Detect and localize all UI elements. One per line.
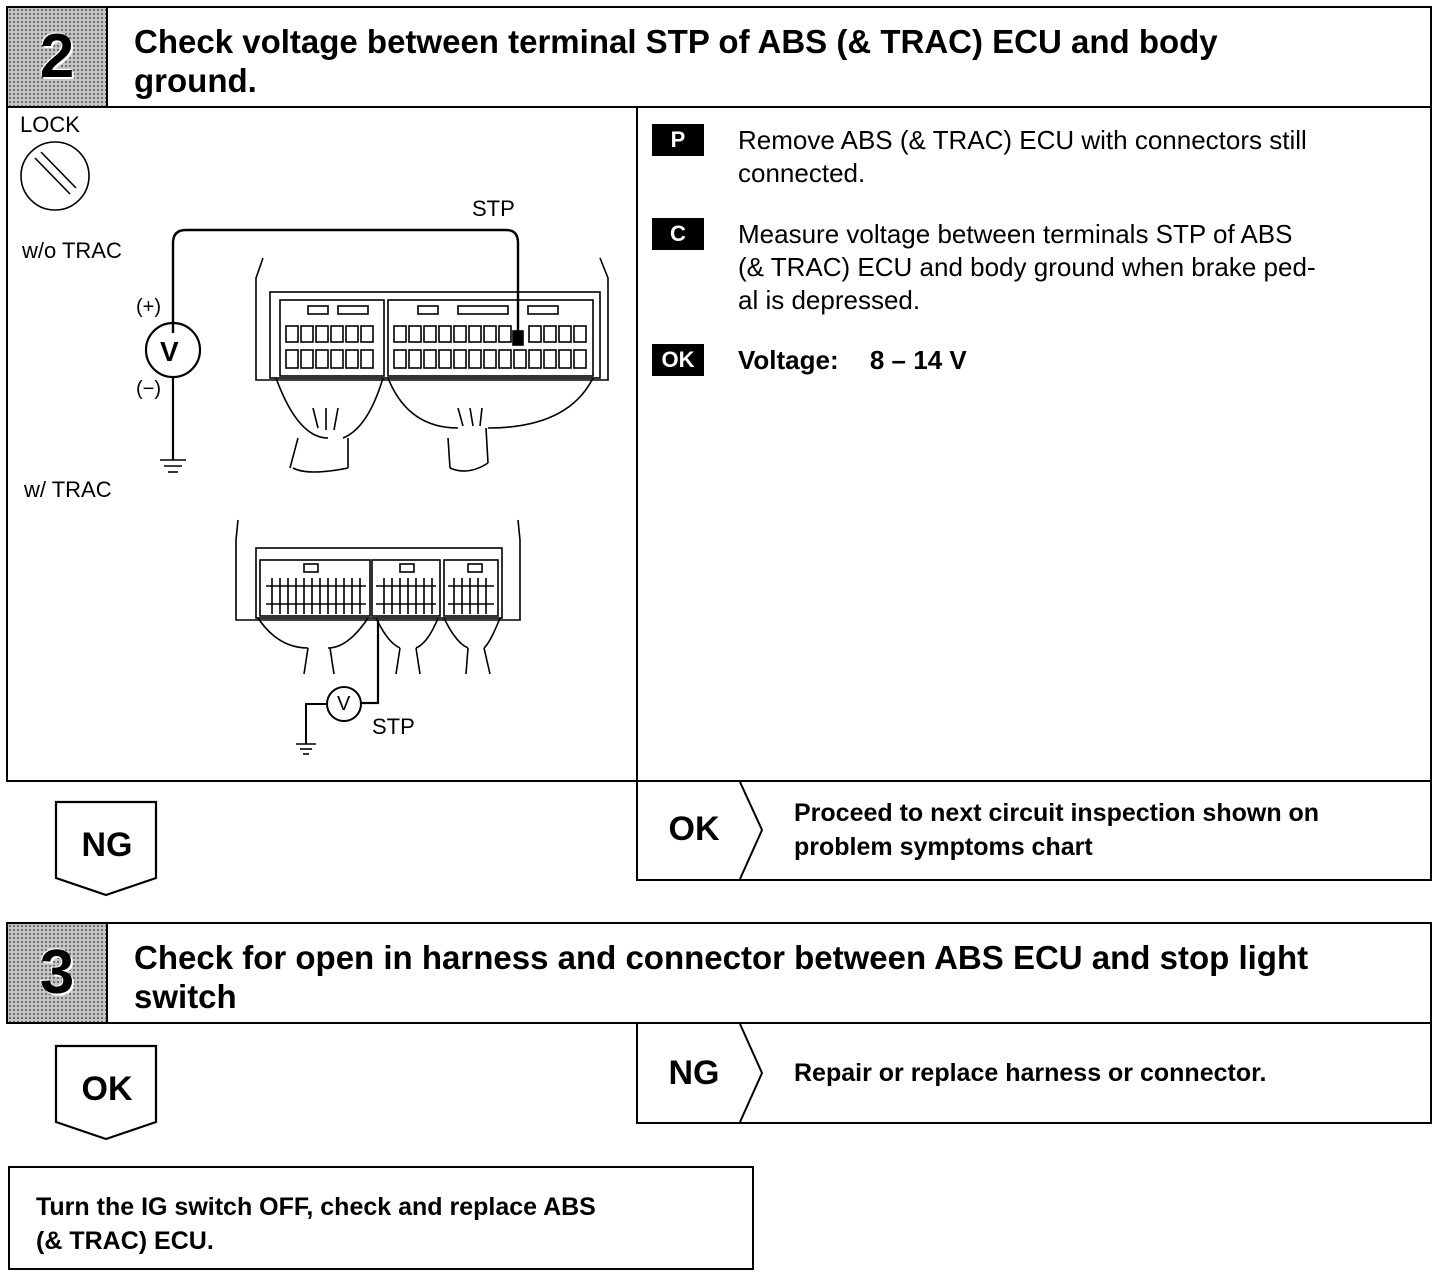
ignition-lock-icon: [20, 141, 90, 211]
step3-number: 3: [39, 938, 75, 1007]
check-text: Measure voltage between terminals STP of…: [738, 219, 1316, 315]
step2-title: Check voltage between terminal STP of AB…: [134, 23, 1218, 99]
stp-label-top: STP: [472, 196, 515, 221]
step2-body: [6, 106, 1432, 782]
ng-branch-step3: NG Repair or replace harness or connecto…: [636, 1022, 1432, 1124]
ng-arrow-step2: [54, 800, 158, 897]
step3-number-box: 3: [8, 924, 108, 1022]
ok-badge: OK: [652, 344, 704, 376]
wo-trac-label: w/o TRAC: [22, 238, 122, 263]
body-divider: [636, 108, 638, 780]
ok-spec: Voltage: 8 – 14 V: [738, 345, 967, 375]
lock-label: LOCK: [20, 112, 80, 137]
meter-symbol-bottom: V: [337, 693, 351, 715]
ok-arrow-step3: [54, 1044, 158, 1141]
step3-title: Check for open in harness and connector …: [134, 939, 1309, 1015]
step2-header: 2 Check voltage between terminal STP of …: [6, 6, 1432, 108]
ok-branch-label: OK: [668, 810, 720, 848]
check-badge: C: [652, 218, 704, 250]
ng-branch-label: NG: [668, 1054, 720, 1092]
connection-diagram: [20, 141, 609, 755]
prepare-badge: P: [652, 124, 704, 156]
final-action-box: Turn the IG switch OFF, check and replac…: [8, 1166, 754, 1270]
minus-label: (−): [136, 378, 161, 400]
w-trac-label: w/ TRAC: [24, 477, 112, 502]
meter-symbol-top: V: [160, 336, 179, 367]
step3-header: 3 Check for open in harness and connecto…: [6, 922, 1432, 1024]
ok-branch-step2: OK Proceed to next circuit inspection sh…: [636, 780, 1432, 881]
ng-label-step2: NG: [81, 826, 133, 864]
ok-label-step3: OK: [81, 1070, 133, 1108]
step2-number-box: 2: [8, 8, 108, 106]
stp-label-bottom: STP: [372, 714, 415, 739]
ok-branch-text: Proceed to next circuit inspection shown…: [794, 799, 1320, 861]
ng-branch-chevron: [739, 1024, 764, 1122]
final-action-text: Turn the IG switch OFF, check and replac…: [36, 1193, 596, 1255]
prepare-text: Remove ABS (& TRAC) ECU with connectors …: [738, 125, 1307, 188]
plus-label: (+): [136, 296, 161, 318]
step2-number: 2: [39, 22, 75, 91]
ng-branch-text: Repair or replace harness or connector.: [794, 1059, 1267, 1087]
instructions-panel: P Remove ABS (& TRAC) ECU with connector…: [638, 108, 1430, 408]
ok-branch-chevron: [739, 782, 764, 879]
